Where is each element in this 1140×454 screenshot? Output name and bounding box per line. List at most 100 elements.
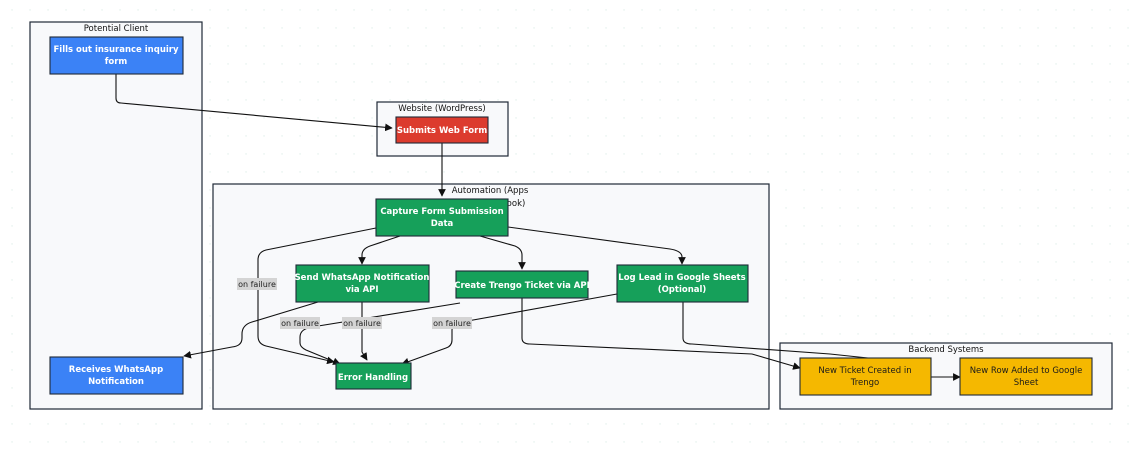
grid-mark: ·: [1019, 294, 1022, 304]
grid-mark: ·: [479, 78, 482, 88]
grid-mark: ·: [515, 168, 518, 178]
grid-mark: ·: [11, 132, 14, 142]
grid-mark: ·: [551, 168, 554, 178]
grid-mark: ·: [785, 132, 788, 142]
grid-mark: ·: [1001, 204, 1004, 214]
svg-text:on failure: on failure: [281, 319, 319, 328]
cluster-title-potential-client: Potential Client: [84, 24, 149, 34]
grid-mark: ·: [1019, 240, 1022, 250]
grid-mark: ·: [749, 168, 752, 178]
grid-mark: ·: [1109, 330, 1112, 340]
grid-mark: ·: [245, 438, 248, 448]
grid-mark: ·: [893, 114, 896, 124]
grid-mark: ·: [461, 168, 464, 178]
grid-mark: ·: [371, 78, 374, 88]
grid-mark: ·: [569, 78, 572, 88]
grid-mark: ·: [497, 420, 500, 430]
grid-mark: ·: [785, 294, 788, 304]
grid-mark: ·: [893, 330, 896, 340]
grid-mark: ·: [389, 168, 392, 178]
grid-mark: ·: [263, 24, 266, 34]
grid-mark: ·: [389, 420, 392, 430]
grid-mark: ·: [353, 78, 356, 88]
node-error-handling[interactable]: Error Handling: [335, 362, 412, 390]
node-send-whatsapp[interactable]: Send WhatsApp Notification via API: [295, 264, 430, 303]
grid-mark: ·: [1091, 132, 1094, 142]
grid-mark: ·: [11, 6, 14, 16]
node-create-trengo[interactable]: Create Trengo Ticket via API: [454, 270, 590, 299]
grid-mark: ·: [1109, 96, 1112, 106]
grid-mark: ·: [569, 438, 572, 448]
edge-fill-to-submit: [115, 74, 393, 132]
grid-mark: ·: [983, 222, 986, 232]
node-receives-whatsapp[interactable]: Receives WhatsApp Notification: [49, 356, 184, 395]
grid-mark: ·: [785, 6, 788, 16]
grid-mark: ·: [263, 132, 266, 142]
grid-mark: ·: [1055, 204, 1058, 214]
grid-mark: ·: [875, 6, 878, 16]
grid-mark: ·: [1073, 438, 1076, 448]
grid-mark: ·: [353, 6, 356, 16]
grid-mark: ·: [137, 438, 140, 448]
grid-mark: ·: [983, 150, 986, 160]
node-submits-form[interactable]: Submits Web Form: [395, 116, 489, 144]
grid-mark: ·: [767, 114, 770, 124]
grid-mark: ·: [1109, 186, 1112, 196]
node-new-ticket[interactable]: New Ticket Created in Trengo: [799, 357, 932, 396]
grid-mark: ·: [245, 78, 248, 88]
grid-mark: ·: [1091, 168, 1094, 178]
grid-mark: ·: [11, 114, 14, 124]
grid-mark: ·: [227, 42, 230, 52]
grid-mark: ·: [1127, 420, 1130, 430]
grid-mark: ·: [839, 78, 842, 88]
grid-mark: ·: [641, 96, 644, 106]
grid-mark: ·: [479, 438, 482, 448]
grid-mark: ·: [641, 132, 644, 142]
grid-mark: ·: [929, 96, 932, 106]
grid-mark: ·: [911, 96, 914, 106]
grid-mark: ·: [641, 60, 644, 70]
node-capture[interactable]: Capture Form Submission Data: [375, 198, 509, 237]
grid-mark: ·: [209, 204, 212, 214]
node-fill-form[interactable]: Fills out insurance inquiry form: [49, 36, 184, 75]
grid-mark: ·: [497, 24, 500, 34]
grid-mark: ·: [893, 294, 896, 304]
grid-mark: ·: [767, 96, 770, 106]
grid-mark: ·: [1073, 330, 1076, 340]
node-new-row[interactable]: New Row Added to Google Sheet: [959, 357, 1093, 396]
grid-mark: ·: [371, 168, 374, 178]
grid-mark: ·: [263, 114, 266, 124]
grid-mark: ·: [227, 96, 230, 106]
grid-mark: ·: [893, 60, 896, 70]
grid-mark: ·: [911, 60, 914, 70]
grid-mark: ·: [371, 6, 374, 16]
grid-mark: ·: [1073, 222, 1076, 232]
grid-mark: ·: [641, 438, 644, 448]
grid-mark: ·: [83, 6, 86, 16]
grid-mark: ·: [191, 6, 194, 16]
grid-mark: ·: [443, 78, 446, 88]
grid-mark: ·: [839, 24, 842, 34]
grid-mark: ·: [803, 114, 806, 124]
grid-mark: ·: [641, 42, 644, 52]
grid-mark: ·: [299, 60, 302, 70]
grid-mark: ·: [1019, 258, 1022, 268]
grid-mark: ·: [929, 150, 932, 160]
grid-mark: ·: [929, 204, 932, 214]
grid-mark: ·: [299, 438, 302, 448]
grid-mark: ·: [911, 204, 914, 214]
grid-mark: ·: [281, 438, 284, 448]
grid-mark: ·: [101, 438, 104, 448]
grid-mark: ·: [263, 168, 266, 178]
grid-mark: ·: [425, 78, 428, 88]
grid-mark: ·: [803, 78, 806, 88]
grid-mark: ·: [677, 438, 680, 448]
grid-mark: ·: [677, 24, 680, 34]
grid-mark: ·: [911, 6, 914, 16]
grid-mark: ·: [1127, 276, 1130, 286]
grid-mark: ·: [11, 330, 14, 340]
grid-mark: ·: [731, 420, 734, 430]
grid-mark: ·: [839, 420, 842, 430]
node-log-lead[interactable]: Log Lead in Google Sheets (Optional): [616, 264, 749, 303]
grid-mark: ·: [353, 438, 356, 448]
